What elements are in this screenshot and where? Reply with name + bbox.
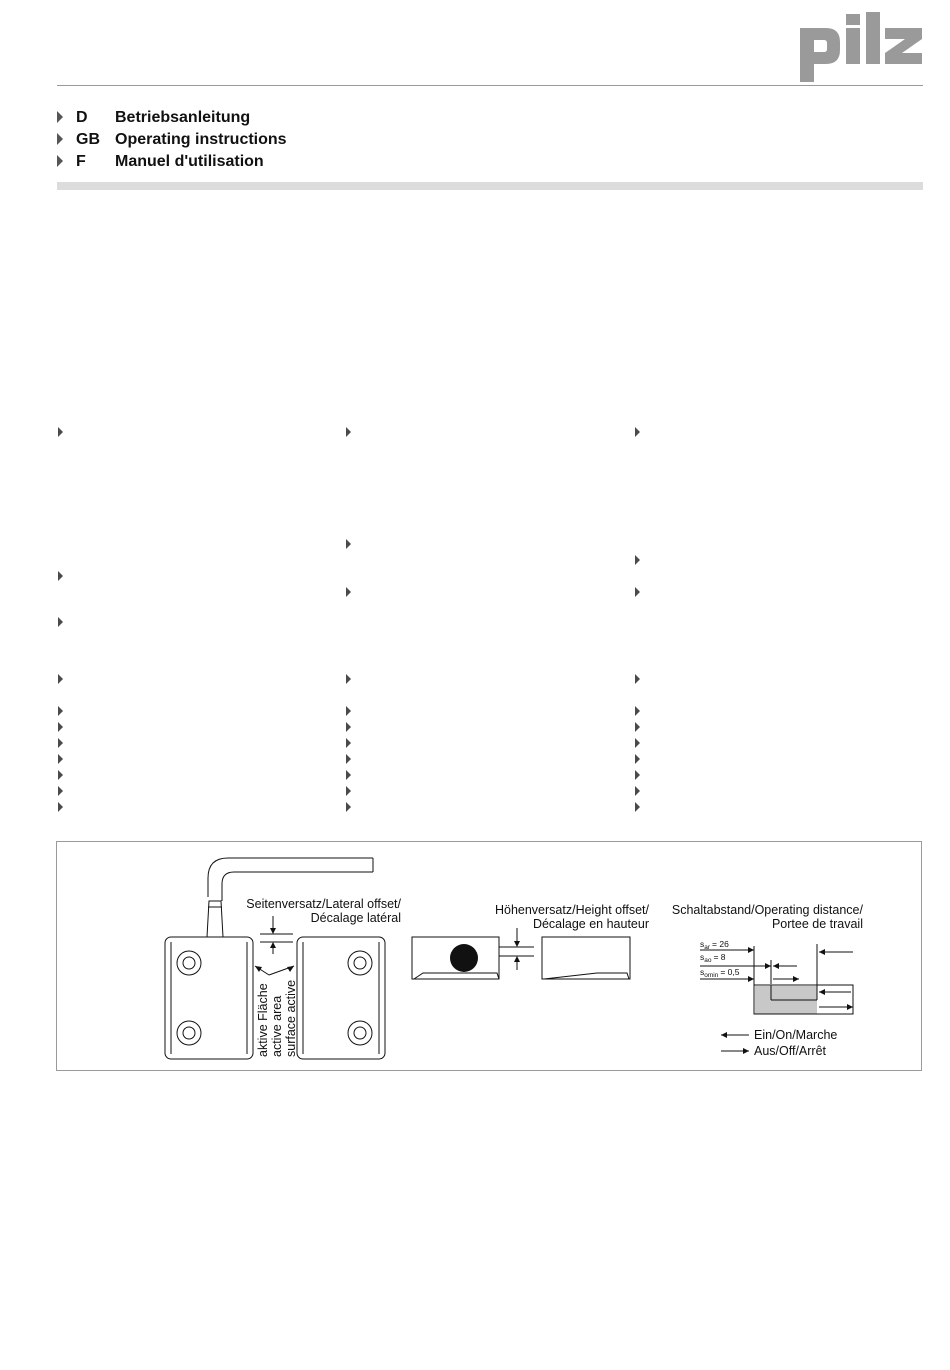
height-offset-label-fr: Décalage en hauteur	[533, 917, 649, 931]
bullet-icon	[58, 754, 63, 764]
bullet-icon	[58, 786, 63, 796]
arrow-right-icon	[635, 427, 640, 437]
arrow-right-icon	[635, 754, 640, 764]
arrow-right-icon	[346, 539, 351, 549]
arrow-right-icon	[346, 770, 351, 780]
bullet-icon	[58, 722, 63, 732]
arrow-right-icon	[57, 155, 63, 167]
bullet-icon	[635, 427, 640, 437]
bullet-icon	[58, 738, 63, 748]
height-offset-label: Höhenversatz/Height offset/	[495, 903, 650, 917]
arrow-right-icon	[346, 786, 351, 796]
active-area-label-fr: surface active	[284, 980, 298, 1057]
bullet-icon	[635, 555, 640, 565]
bullet-icon	[635, 802, 640, 812]
bullet-icon	[635, 722, 640, 732]
active-area-label-de: aktive Fläche	[256, 983, 270, 1057]
bullet-icon	[346, 706, 351, 716]
arrow-right-icon	[635, 786, 640, 796]
distance-somin-label: somin= 0,5	[700, 967, 740, 979]
sensor-diagram: Seitenversatz/Lateral offset/ Décalage l…	[164, 857, 864, 1060]
lateral-offset-label-fr: Décalage latéral	[311, 911, 401, 925]
arrow-right-icon	[58, 722, 63, 732]
arrow-right-icon	[635, 738, 640, 748]
sensor-figure: Seitenversatz/Lateral offset/ Décalage l…	[56, 841, 922, 1071]
language-title: Betriebsanleitung	[115, 109, 251, 126]
language-title: Manuel d'utilisation	[115, 153, 264, 170]
legend-on-label: Ein/On/Marche	[754, 1028, 837, 1042]
language-title: Operating instructions	[115, 131, 287, 148]
arrow-right-icon	[635, 802, 640, 812]
bullet-icon	[635, 754, 640, 764]
arrow-right-icon	[635, 674, 640, 684]
bullet-icon	[58, 571, 63, 581]
arrow-right-icon	[635, 722, 640, 732]
bullet-icon	[346, 587, 351, 597]
bullet-icon	[635, 786, 640, 796]
operating-distance-label-fr: Portee de travail	[772, 917, 863, 931]
bullet-icon	[58, 674, 63, 684]
arrow-right-icon	[346, 706, 351, 716]
legend-off-label: Aus/Off/Arrêt	[754, 1044, 827, 1058]
arrow-right-icon	[58, 427, 63, 437]
distance-sar-label: sar= 26	[700, 939, 729, 951]
arrow-right-icon	[58, 706, 63, 716]
bullet-icon	[58, 706, 63, 716]
bullet-icon	[58, 802, 63, 812]
arrow-right-icon	[635, 770, 640, 780]
arrow-right-icon	[58, 802, 63, 812]
bullet-icon	[346, 722, 351, 732]
language-code: GB	[76, 131, 100, 148]
bullet-icon	[58, 617, 63, 627]
header-rule	[57, 85, 923, 86]
bullet-icon	[635, 587, 640, 597]
arrow-right-icon	[635, 706, 640, 716]
arrow-right-icon	[635, 555, 640, 565]
bullet-icon	[635, 706, 640, 716]
bullet-icon	[346, 770, 351, 780]
arrow-right-icon	[346, 754, 351, 764]
arrow-right-icon	[346, 722, 351, 732]
bullet-icon	[346, 786, 351, 796]
arrow-right-icon	[346, 587, 351, 597]
bullet-icon	[346, 539, 351, 549]
bullet-icon	[635, 674, 640, 684]
pilz-logo	[800, 12, 922, 82]
bullet-icon	[346, 674, 351, 684]
arrow-right-icon	[58, 786, 63, 796]
bullet-icon	[635, 738, 640, 748]
bullet-icon	[346, 738, 351, 748]
lateral-offset-label: Seitenversatz/Lateral offset/	[246, 897, 401, 911]
operating-distance-label: Schaltabstand/Operating distance/	[672, 903, 864, 917]
arrow-right-icon	[346, 427, 351, 437]
arrow-right-icon	[58, 674, 63, 684]
bullet-icon	[346, 427, 351, 437]
active-area-label-en: active area	[270, 996, 284, 1057]
arrow-right-icon	[58, 738, 63, 748]
bullet-icon	[58, 770, 63, 780]
distance-sao-label: sao= 8	[700, 952, 726, 964]
bullet-icon	[635, 770, 640, 780]
bullet-icon	[346, 754, 351, 764]
bullet-icon	[58, 427, 63, 437]
arrow-right-icon	[57, 133, 63, 145]
language-code: D	[76, 109, 88, 126]
bullet-icon	[346, 802, 351, 812]
arrow-right-icon	[58, 617, 63, 627]
arrow-right-icon	[346, 674, 351, 684]
language-code: F	[76, 153, 86, 170]
section-divider	[57, 182, 923, 190]
arrow-right-icon	[635, 587, 640, 597]
arrow-right-icon	[346, 802, 351, 812]
arrow-right-icon	[58, 571, 63, 581]
arrow-right-icon	[57, 111, 63, 123]
arrow-right-icon	[58, 770, 63, 780]
arrow-right-icon	[58, 754, 63, 764]
arrow-right-icon	[346, 738, 351, 748]
